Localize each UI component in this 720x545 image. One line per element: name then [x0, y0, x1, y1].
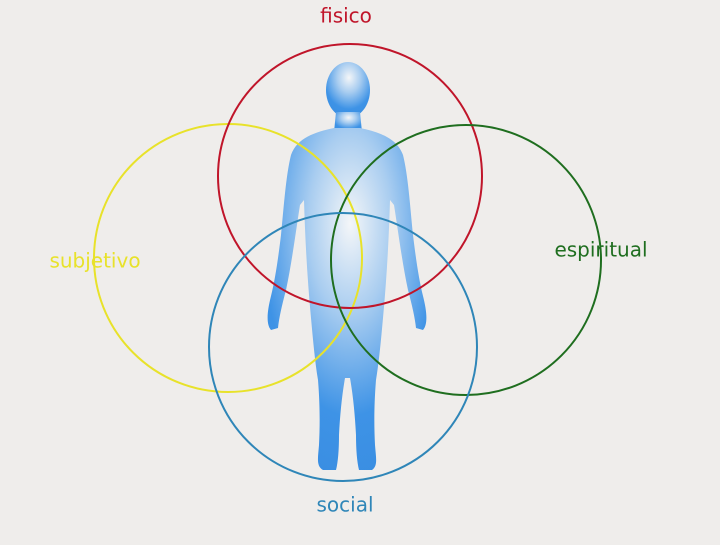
fisico-circle	[217, 43, 483, 309]
social-label: social	[316, 493, 373, 517]
social-circle	[208, 212, 478, 482]
fisico-label: fisico	[320, 4, 372, 28]
espiritual-circle	[330, 124, 602, 396]
espiritual-label: espiritual	[554, 238, 647, 262]
subjetivo-label: subjetivo	[49, 249, 140, 273]
human-silhouette-icon	[267, 62, 427, 470]
